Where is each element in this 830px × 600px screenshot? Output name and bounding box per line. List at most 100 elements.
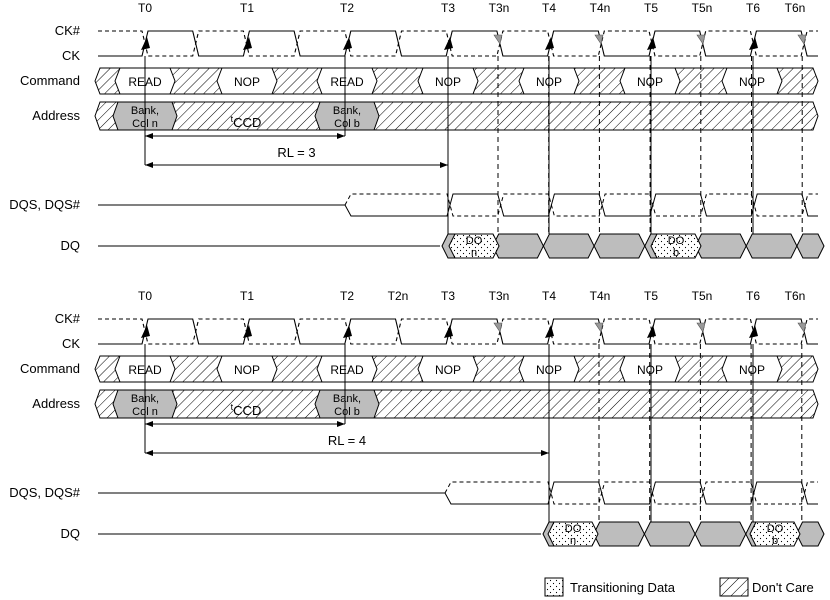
signal-label-ck: CK xyxy=(62,48,80,63)
signal-label-dq: DQ xyxy=(61,526,81,541)
dq-data-out xyxy=(547,521,599,547)
clock-edge-arrow xyxy=(343,325,352,338)
dq-slot xyxy=(542,233,595,259)
clock-label: T5n xyxy=(692,1,713,15)
tccd-label: tCCD xyxy=(231,114,262,130)
dq-data-out xyxy=(749,521,801,547)
dqs-preamble-n xyxy=(344,193,442,206)
command-label: READ xyxy=(330,363,364,377)
signal-label-dqs: DQS, DQS# xyxy=(9,485,81,500)
clock-label: T3 xyxy=(441,289,455,303)
clock-label: T0 xyxy=(138,289,152,303)
signal-label-command: Command xyxy=(20,73,80,88)
address-dont-care xyxy=(94,101,819,131)
rl-label: RL = 4 xyxy=(328,433,366,448)
clock-label: T3 xyxy=(441,1,455,15)
clock-edge-arrow xyxy=(243,325,252,338)
dq-do-index: b xyxy=(673,247,679,259)
command-label: NOP xyxy=(435,363,461,377)
ck-waveform xyxy=(98,30,818,57)
command-slot xyxy=(619,355,681,383)
dq-slot xyxy=(643,521,696,547)
clock-label: T2n xyxy=(388,289,409,303)
command-label: NOP xyxy=(637,75,663,89)
command-slot xyxy=(216,355,278,383)
clock-edge-arrow-n xyxy=(797,322,807,333)
signal-label-dqs: DQS, DQS# xyxy=(9,197,81,212)
command-label: NOP xyxy=(739,75,765,89)
command-slot xyxy=(316,355,378,383)
dq-do-index: n xyxy=(471,247,477,259)
rl-label: RL = 3 xyxy=(277,145,315,160)
dqs-waveform xyxy=(547,481,818,505)
command-label: READ xyxy=(330,75,364,89)
ck-n-waveform xyxy=(98,30,818,57)
clock-label: T2 xyxy=(340,1,354,15)
legend: Transitioning Data Don't Care xyxy=(544,577,814,597)
clock-label: T4 xyxy=(542,1,556,15)
signal-label-ck-n: CK# xyxy=(55,311,81,326)
clock-edge-arrow-n xyxy=(493,322,503,333)
clock-label: T6 xyxy=(746,1,760,15)
dqs-preamble xyxy=(444,492,549,505)
ck-n-waveform xyxy=(98,318,818,345)
clock-label: T2 xyxy=(340,289,354,303)
signal-label-ck: CK xyxy=(62,336,80,351)
clock-edge-arrow-n xyxy=(696,322,706,333)
address-col-label: Col b xyxy=(334,406,360,418)
command-slot xyxy=(721,355,783,383)
clock-edge-arrow-n xyxy=(493,34,503,45)
clock-label: T4n xyxy=(590,1,611,15)
dq-slot xyxy=(694,521,747,547)
clock-label: T4 xyxy=(542,289,556,303)
signal-label-address: Address xyxy=(32,108,80,123)
legend-transitioning-label: Transitioning Data xyxy=(570,580,676,595)
clock-edge-arrow-n xyxy=(594,322,604,333)
signal-label-command: Command xyxy=(20,361,80,376)
tccd-arrowhead-left xyxy=(145,133,153,139)
address-col-label: Col b xyxy=(334,118,360,130)
clock-edge-arrow xyxy=(647,325,656,338)
dq-do-label: DO xyxy=(767,523,784,535)
clock-label: T5 xyxy=(644,1,658,15)
dq-slot xyxy=(593,233,646,259)
dq-slot xyxy=(796,233,825,259)
rl-arrowhead-right xyxy=(541,450,549,456)
clock-label: T1 xyxy=(240,1,254,15)
ck-waveform xyxy=(98,318,818,345)
dq-do-index: n xyxy=(570,535,576,547)
dq-data-out xyxy=(650,233,702,259)
tccd-arrowhead-right xyxy=(337,421,345,427)
dq-do-index: b xyxy=(772,535,778,547)
clock-label: T5n xyxy=(692,289,713,303)
address-dont-care xyxy=(94,389,819,419)
signal-label-dq: DQ xyxy=(61,238,81,253)
legend-dont-care-label: Don't Care xyxy=(752,580,814,595)
signal-label-address: Address xyxy=(32,396,80,411)
address-bank-label: Bank, xyxy=(333,105,361,117)
command-slot xyxy=(417,355,479,383)
dq-data-out xyxy=(448,233,500,259)
clock-edge-arrow-n xyxy=(594,34,604,45)
dq-slot xyxy=(694,233,747,259)
command-slot xyxy=(316,67,378,95)
address-slot xyxy=(314,101,380,131)
clock-edge-arrow xyxy=(141,37,150,50)
dqs-preamble-n xyxy=(444,481,543,494)
dq-do-label: DO xyxy=(466,235,483,247)
tccd-arrowhead-right xyxy=(337,133,345,139)
dqs-n-waveform xyxy=(547,481,818,505)
clock-edge-arrow xyxy=(545,37,554,50)
clock-edge-arrow xyxy=(141,325,150,338)
legend-dont-care-swatch xyxy=(719,577,749,597)
clock-label: T5 xyxy=(644,289,658,303)
clock-label: T6n xyxy=(785,1,806,15)
clock-edge-arrow xyxy=(749,325,758,338)
clock-edge-arrow-n xyxy=(696,34,706,45)
clock-edge-arrow xyxy=(444,37,453,50)
rl-arrowhead-left xyxy=(145,450,153,456)
dqs-preamble xyxy=(344,204,448,217)
